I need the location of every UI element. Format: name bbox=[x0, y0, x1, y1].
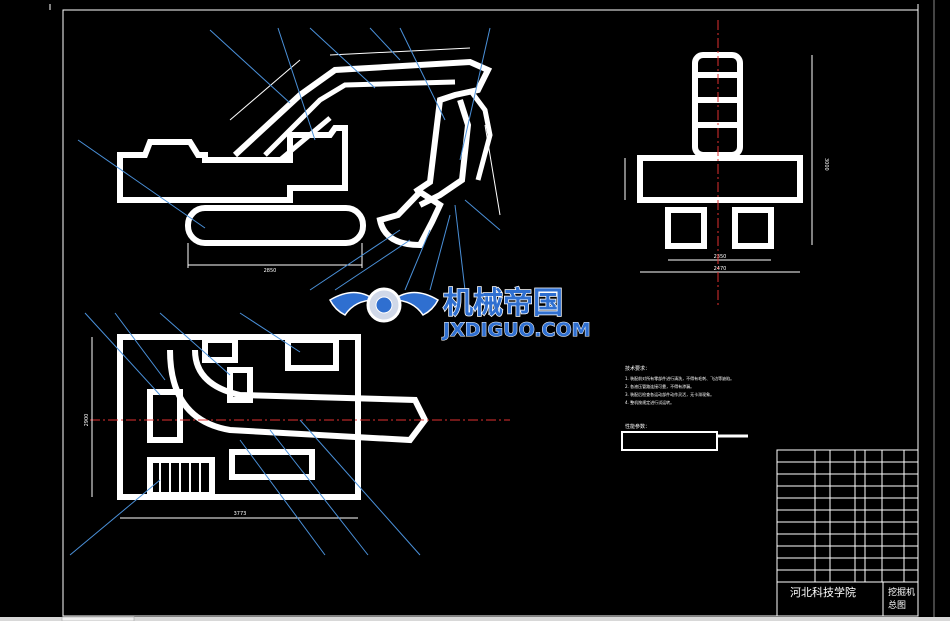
plan-pump bbox=[227, 367, 253, 403]
note-item-1: 1. 装配前对所有零部件进行清洗，不得有毛刺、飞边等缺陷。 bbox=[625, 375, 734, 381]
boom-cylinder bbox=[278, 116, 332, 162]
front-track-right bbox=[732, 207, 774, 249]
title-block-school: 河北科技学院 bbox=[790, 585, 856, 599]
bill-of-materials bbox=[776, 449, 919, 583]
front-height-dim: 3000 bbox=[823, 158, 829, 171]
front-overall-width-dim: 2470 bbox=[714, 266, 727, 272]
side-view bbox=[117, 58, 493, 249]
top-dim-line bbox=[329, 47, 471, 56]
arm-outline bbox=[418, 99, 472, 208]
plan-cab bbox=[285, 337, 339, 371]
plan-seat bbox=[147, 389, 183, 443]
wing-left-icon bbox=[329, 291, 378, 316]
note-item-2: 2. 各液压管路连接可靠，不得有渗漏。 bbox=[625, 383, 694, 389]
boom-inner bbox=[263, 79, 456, 157]
front-track-left bbox=[665, 207, 707, 249]
sheet-tab-strip[interactable] bbox=[0, 617, 950, 621]
bucket-outline bbox=[376, 188, 444, 249]
note-item-3: 3. 装配后检查各运动部件动作灵活，无卡滞现象。 bbox=[625, 391, 714, 397]
title-block: 河北科技学院 挖掘机 总图 bbox=[776, 581, 919, 617]
front-view bbox=[637, 52, 803, 249]
boom-outline bbox=[232, 58, 493, 195]
spec-box bbox=[621, 431, 718, 451]
plan-counterweight bbox=[147, 457, 215, 498]
page-outer-edge bbox=[935, 0, 950, 621]
side-view-dims bbox=[187, 47, 501, 268]
technical-notes: 技术要求： 1. 装配前对所有零部件进行清洗，不得有毛刺、飞边等缺陷。 2. 各… bbox=[621, 365, 748, 451]
watermark-logo: 机械帝国 JXDIGUO.COM bbox=[329, 285, 591, 342]
wing-right-icon bbox=[390, 291, 439, 316]
plan-width-dim: 2900 bbox=[84, 414, 90, 427]
bucket-cylinder bbox=[468, 88, 493, 181]
plan-boom bbox=[167, 349, 429, 444]
side-track-length-dim: 2850 bbox=[264, 268, 277, 274]
drawing-border bbox=[62, 9, 919, 617]
plan-body-outline bbox=[117, 334, 361, 500]
arm-dim-line bbox=[484, 124, 501, 216]
track-outline bbox=[185, 205, 366, 246]
title-block-drawing-title: 挖掘机 bbox=[888, 586, 915, 598]
side-view-leaders bbox=[77, 27, 501, 291]
front-view-dims bbox=[624, 55, 813, 273]
sheet-tab-active[interactable] bbox=[61, 616, 135, 621]
plan-tank bbox=[229, 449, 315, 480]
note-item-4: 4. 整机按规定进行试运转。 bbox=[625, 399, 674, 405]
upper-body-outline bbox=[117, 125, 348, 203]
notes-heading: 技术要求： bbox=[625, 365, 650, 372]
plan-engine bbox=[202, 337, 238, 363]
plan-view-dims bbox=[91, 337, 358, 519]
title-block-drawing-subtitle: 总图 bbox=[888, 599, 906, 611]
plan-length-dim: 3773 bbox=[234, 511, 247, 517]
boom-dim-line bbox=[229, 59, 301, 121]
plan-view-leaders bbox=[69, 312, 421, 556]
front-cab-box bbox=[637, 155, 803, 203]
plan-view bbox=[117, 334, 429, 500]
front-track-width-dim: 2350 bbox=[714, 254, 727, 260]
watermark-en: JXDIGUO.COM bbox=[441, 319, 591, 341]
spec-heading: 性能参数： bbox=[625, 423, 650, 430]
watermark-cn: 机械帝国 bbox=[443, 286, 563, 321]
